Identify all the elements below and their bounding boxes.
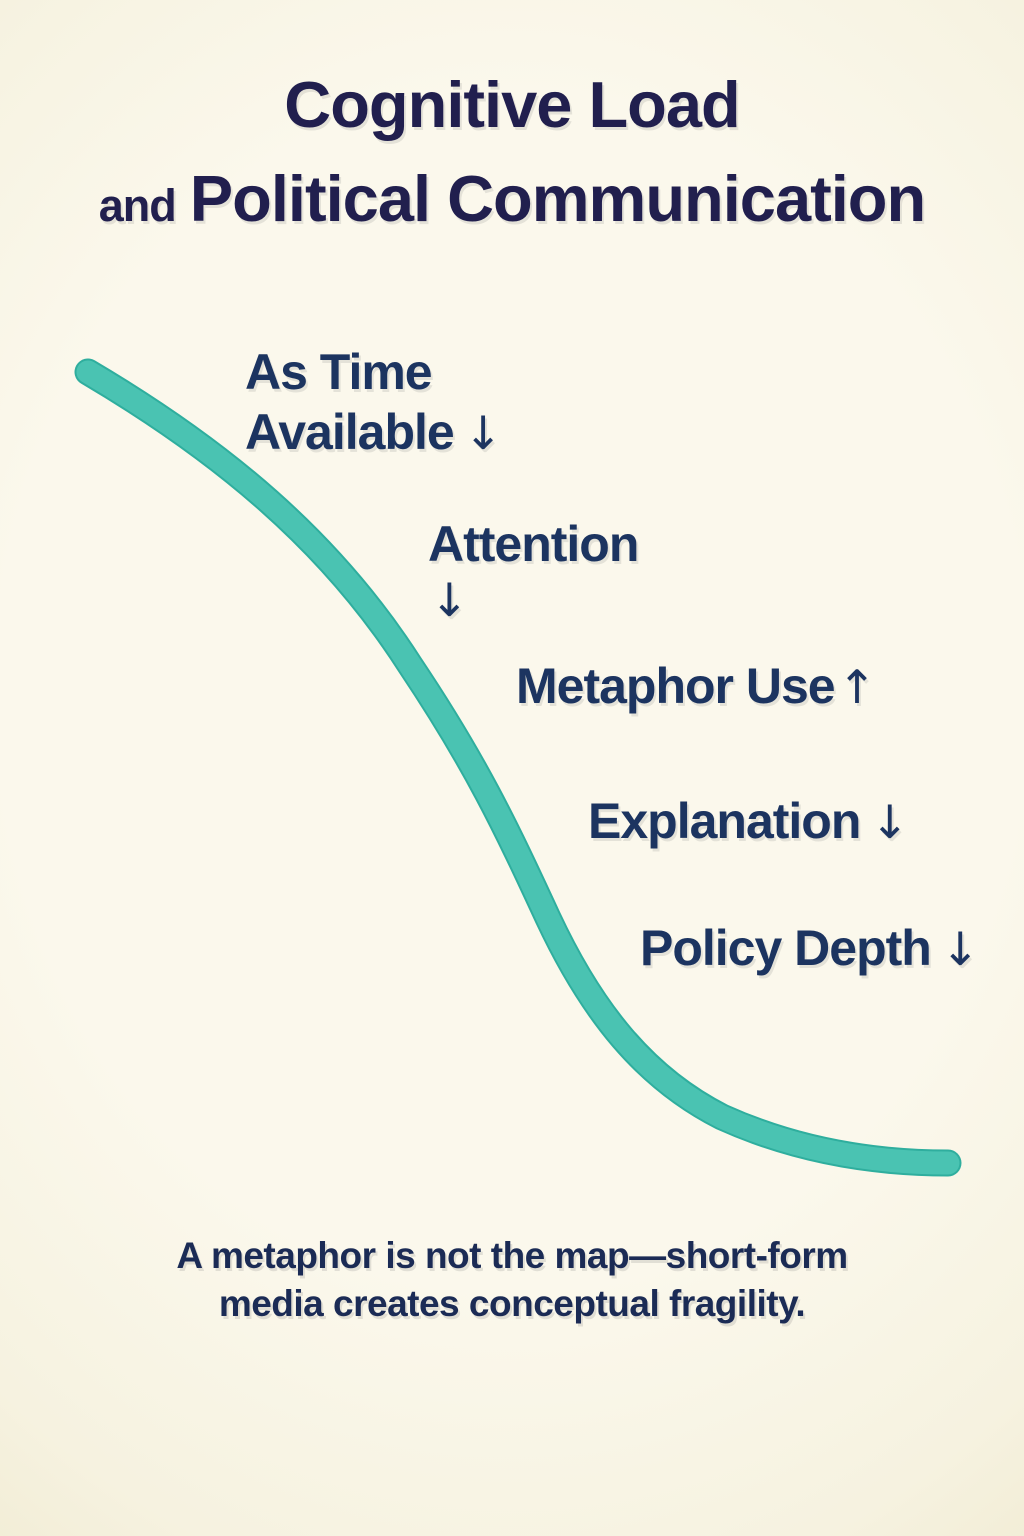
label-text: Explanation [588,793,861,849]
caption-line-2: media creates conceptual fragility. [218,1283,806,1324]
down-arrow-icon: ↓ [870,795,909,849]
label-explanation: Explanation↓ [588,791,909,852]
caption: A metaphor is not the map—short-form med… [0,1232,1024,1328]
label-text: Metaphor Use [516,658,836,714]
trend-curve-outline [74,358,962,1177]
up-arrow-icon: ↑ [837,660,877,714]
label-as-time-available: As Time Available↓ [245,342,502,463]
caption-line-1: A metaphor is not the map—short-form [176,1235,848,1276]
label-attention: Attention ↓ [428,514,639,627]
trend-curve-stroke [76,360,960,1175]
label-metaphor-use: Metaphor Use↑ [516,656,876,717]
label-text: Attention [428,516,639,572]
label-text: Available [245,404,455,460]
label-text: Policy Depth [640,920,932,976]
label-policy-depth: Policy Depth↓ [640,918,979,979]
down-arrow-icon: ↓ [940,922,980,976]
title-line-1: Cognitive Load [284,68,740,141]
title-and: and [98,180,177,231]
down-arrow-icon: ↓ [463,406,503,460]
down-arrow-icon: ↓ [430,573,469,627]
label-text: As Time [245,344,433,400]
title-main: Political Communication [189,162,926,235]
